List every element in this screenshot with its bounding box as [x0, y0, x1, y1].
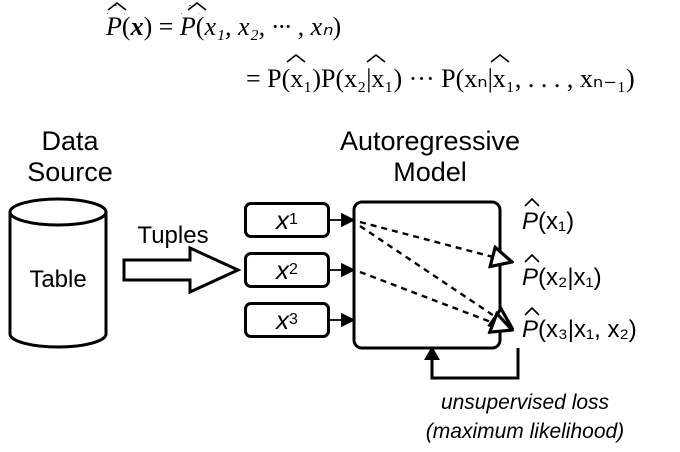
hat-accent: P [106, 12, 122, 41]
dependency-arrow [359, 270, 512, 330]
table-cylinder-icon [8, 197, 108, 349]
tuples-label: Tuples [137, 222, 209, 249]
equals-sign: = [158, 12, 174, 41]
tuples-arrow-icon [122, 245, 242, 295]
factor-term: P(xₙ|x₁, . . . , xₙ₋₁) [441, 64, 635, 93]
joint-args: x₁, x₂, ··· , xₙ [204, 12, 333, 41]
loss-feedback-arrow [430, 348, 520, 380]
factor-ellipsis: ··· [408, 64, 435, 93]
hat-accent: P [179, 12, 196, 41]
model-title: Autoregressive Model [339, 126, 521, 188]
factor-term: P(x₁) [267, 64, 322, 93]
data-source-title: Data Source [27, 126, 113, 188]
equals-sign: = [246, 64, 261, 93]
equation-line-1: P(x) = P(x₁, x₂, ··· , xₙ) [106, 12, 342, 41]
bold-x-vector: x [130, 12, 144, 41]
output-p-x1: P(x₁) [522, 208, 575, 235]
equation-hat-accents [107, 1, 540, 316]
loss-caption: unsupervised loss (maximum likelihood) [425, 391, 625, 444]
loss-arrowhead-icon [424, 346, 440, 360]
output-p-x2-given-x1: P(x₂|x₁) [522, 264, 602, 291]
table-label: Table [29, 266, 87, 293]
factor-term: P(x₂|x₁) [321, 64, 403, 93]
equation-line-2: = P(x₁)P(x₂|x₁) ··· P(xₙ|x₁, . . . , xₙ₋… [246, 66, 635, 92]
model-box [352, 200, 502, 350]
dependency-arrow [359, 220, 512, 262]
output-p-x3-given-x1-x2: P(x₃|x₁, x₂) [522, 316, 637, 343]
dependency-arrow [359, 225, 512, 328]
